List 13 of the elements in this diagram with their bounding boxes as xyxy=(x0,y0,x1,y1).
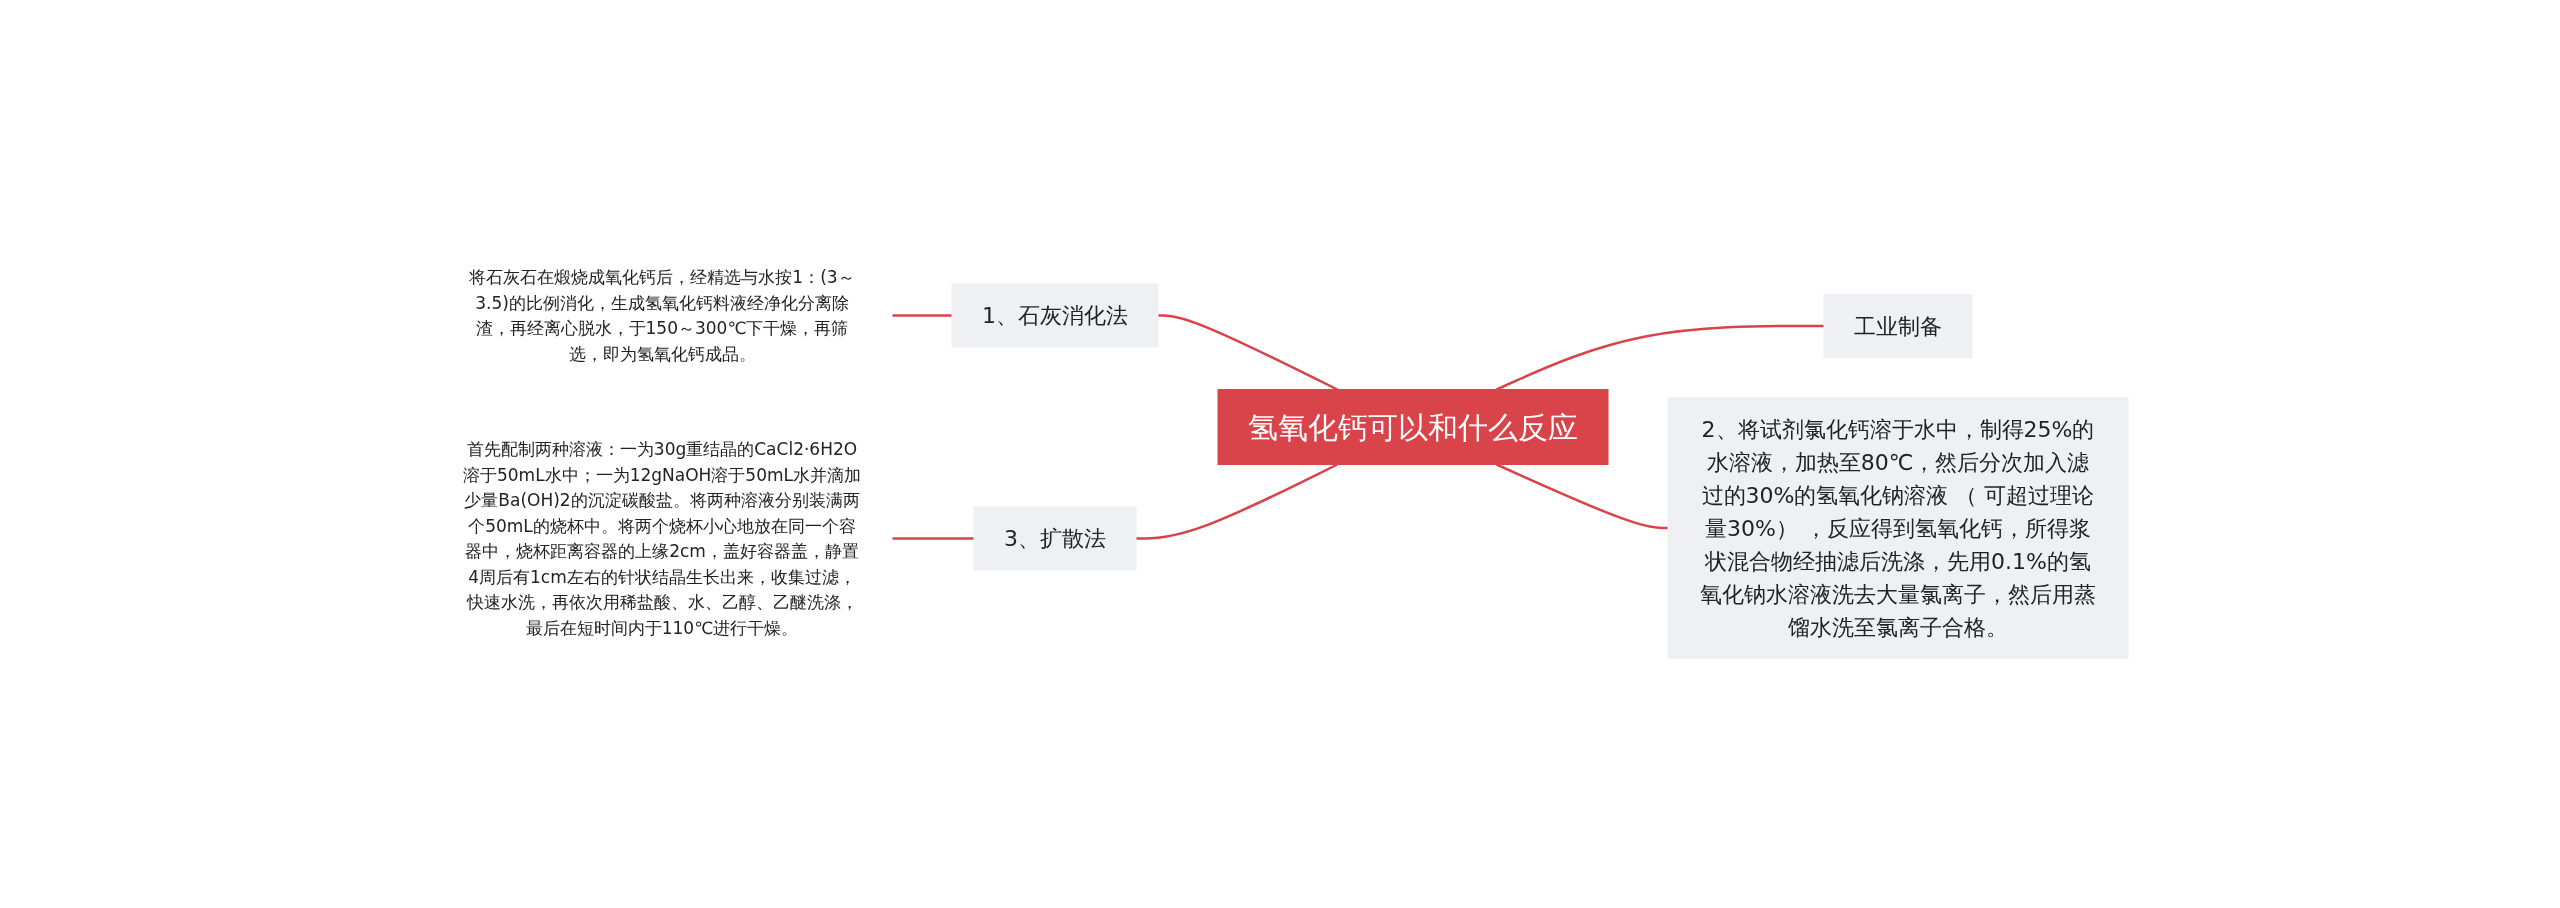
node-box: 2、将试剂氯化钙溶于水中，制得25%的水溶液，加热至80℃，然后分次加入滤过的30%的氢氧化钠溶液 （ 可超过理论量30%） ，反应得到氢氧化钙，所得浆状混合物经抽滤后洗涤，先用0.1%的氢氧化钠水溶液洗去大量氯离子，然后用蒸馏水洗至氯离子合格。 xyxy=(1667,397,2129,659)
node-text: 将石灰石在煅烧成氧化钙后，经精选与水按1：(3～3.5)的比例消化，生成氢氧化钙料液经净化分离除渣，再经离心脱水，于150～300℃下干燥，再筛选，即为氢氧化钙成品。 xyxy=(469,266,855,363)
node-text: 首先配制两种溶液：一为30g重结晶的CaCl2·6H2O溶于50mL水中；一为12gNaOH溶于50mL水并滴加少量Ba(OH)2的沉淀碳酸盐。将两种溶液分别装满两个50mL的烧杯中。将两个烧杯小心地放在同一个容器中，烧杯距离容器的上缘2cm，盖好容器盖，静置4周后有1cm左右的针状结晶生长出来，收集过滤，快速水洗，再依次用稀盐酸、水、乙醇、乙醚洗涤，最后在短时间内于110℃进行干燥。 xyxy=(462,438,862,637)
connector xyxy=(892,314,952,317)
connector xyxy=(1158,314,1338,391)
node-box: 氢氧化钙可以和什么反应 xyxy=(1217,389,1609,465)
connector xyxy=(1496,324,1824,391)
node-box: 3、扩散法 xyxy=(973,506,1137,571)
node-box: 1、石灰消化法 xyxy=(951,283,1159,348)
connector xyxy=(1496,463,1668,530)
connector xyxy=(1136,463,1338,540)
connector xyxy=(892,537,974,540)
node-box: 工业制备 xyxy=(1823,294,1973,358)
